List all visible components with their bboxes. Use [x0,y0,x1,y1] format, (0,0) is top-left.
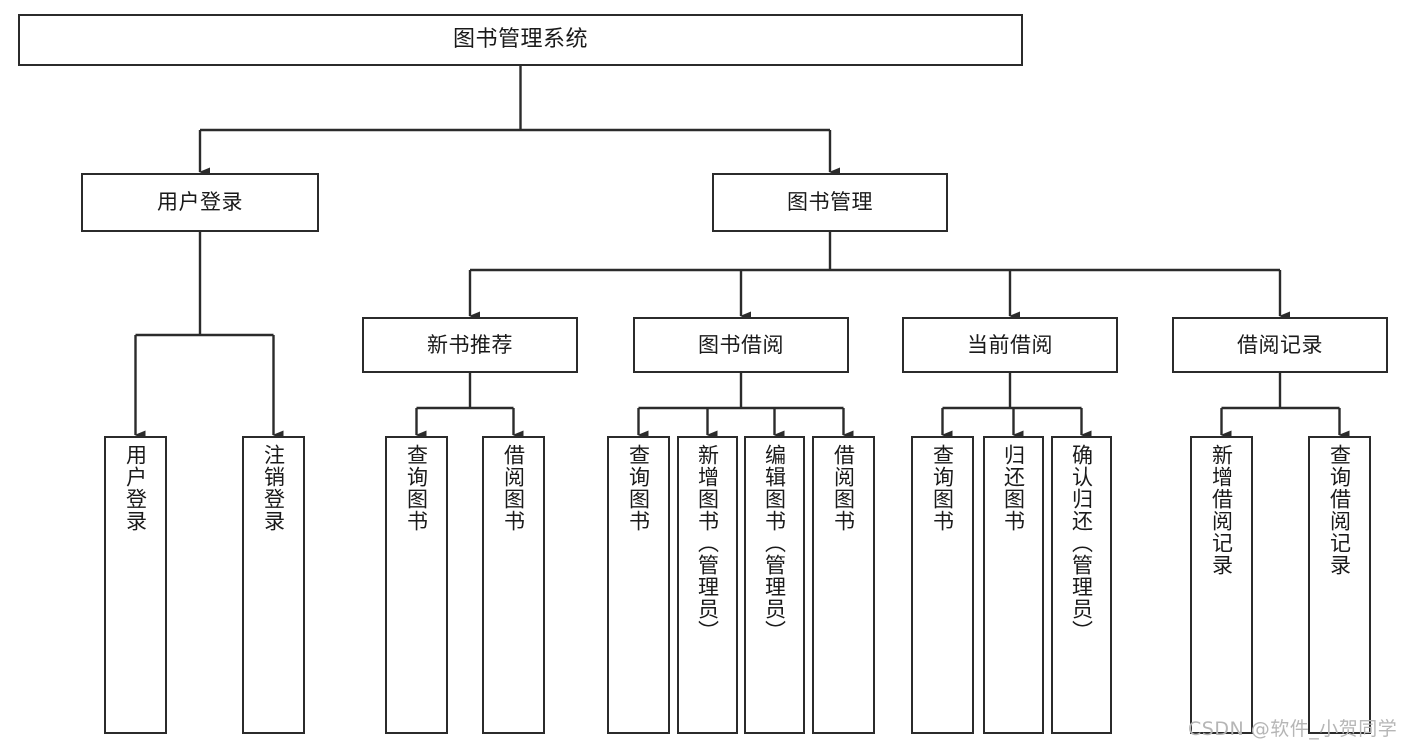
node-leaf-add-record[interactable]: 新增借阅记录 [1190,436,1253,734]
node-label-leaf-borrow-book-2: 借阅图书 [831,444,856,532]
node-leaf-user-login[interactable]: 用户登录 [104,436,167,734]
csdn-watermark: CSDN @软件_小贺同学 [1188,718,1398,740]
node-label-leaf-user-logout: 注销登录 [261,444,286,532]
node-borrow-record[interactable]: 借阅记录 [1172,317,1388,373]
node-label-leaf-add-book: 新增图书（管理员） [695,444,720,642]
node-root[interactable]: 图书管理系统 [18,14,1023,66]
node-label-book-manage: 图书管理 [787,190,873,215]
node-label-borrow-record: 借阅记录 [1237,332,1323,357]
node-book-manage[interactable]: 图书管理 [712,173,948,232]
node-label-leaf-query-book-3: 查询图书 [930,444,955,532]
node-label-new-book-rec: 新书推荐 [427,332,513,357]
node-leaf-add-book[interactable]: 新增图书（管理员） [677,436,738,734]
node-label-leaf-user-login: 用户登录 [123,444,148,532]
node-label-current-borrow: 当前借阅 [967,332,1053,357]
node-label-user-login: 用户登录 [157,190,243,215]
node-label-leaf-confirm-return: 确认归还（管理员） [1069,444,1094,642]
node-leaf-query-book-3[interactable]: 查询图书 [911,436,974,734]
node-leaf-query-book-2[interactable]: 查询图书 [607,436,670,734]
node-book-borrow[interactable]: 图书借阅 [633,317,849,373]
node-leaf-query-book-1[interactable]: 查询图书 [385,436,448,734]
node-label-leaf-edit-book: 编辑图书（管理员） [762,444,787,642]
node-label-leaf-query-book-1: 查询图书 [404,444,429,532]
node-leaf-edit-book[interactable]: 编辑图书（管理员） [744,436,805,734]
node-user-login[interactable]: 用户登录 [81,173,319,232]
node-label-leaf-add-record: 新增借阅记录 [1209,444,1234,576]
node-label-leaf-return-book: 归还图书 [1001,444,1026,532]
node-leaf-borrow-book-2[interactable]: 借阅图书 [812,436,875,734]
node-label-leaf-query-book-2: 查询图书 [626,444,651,532]
edges-group [134,66,1350,440]
node-leaf-borrow-book-1[interactable]: 借阅图书 [482,436,545,734]
node-leaf-confirm-return[interactable]: 确认归还（管理员） [1051,436,1112,734]
node-new-book-rec[interactable]: 新书推荐 [362,317,578,373]
node-leaf-return-book[interactable]: 归还图书 [983,436,1044,734]
node-label-leaf-borrow-book-1: 借阅图书 [501,444,526,532]
node-label-leaf-query-record: 查询借阅记录 [1327,444,1352,576]
node-current-borrow[interactable]: 当前借阅 [902,317,1118,373]
node-label-book-borrow: 图书借阅 [698,332,784,357]
node-label-root: 图书管理系统 [452,27,588,53]
node-leaf-user-logout[interactable]: 注销登录 [242,436,305,734]
node-leaf-query-record[interactable]: 查询借阅记录 [1308,436,1371,734]
